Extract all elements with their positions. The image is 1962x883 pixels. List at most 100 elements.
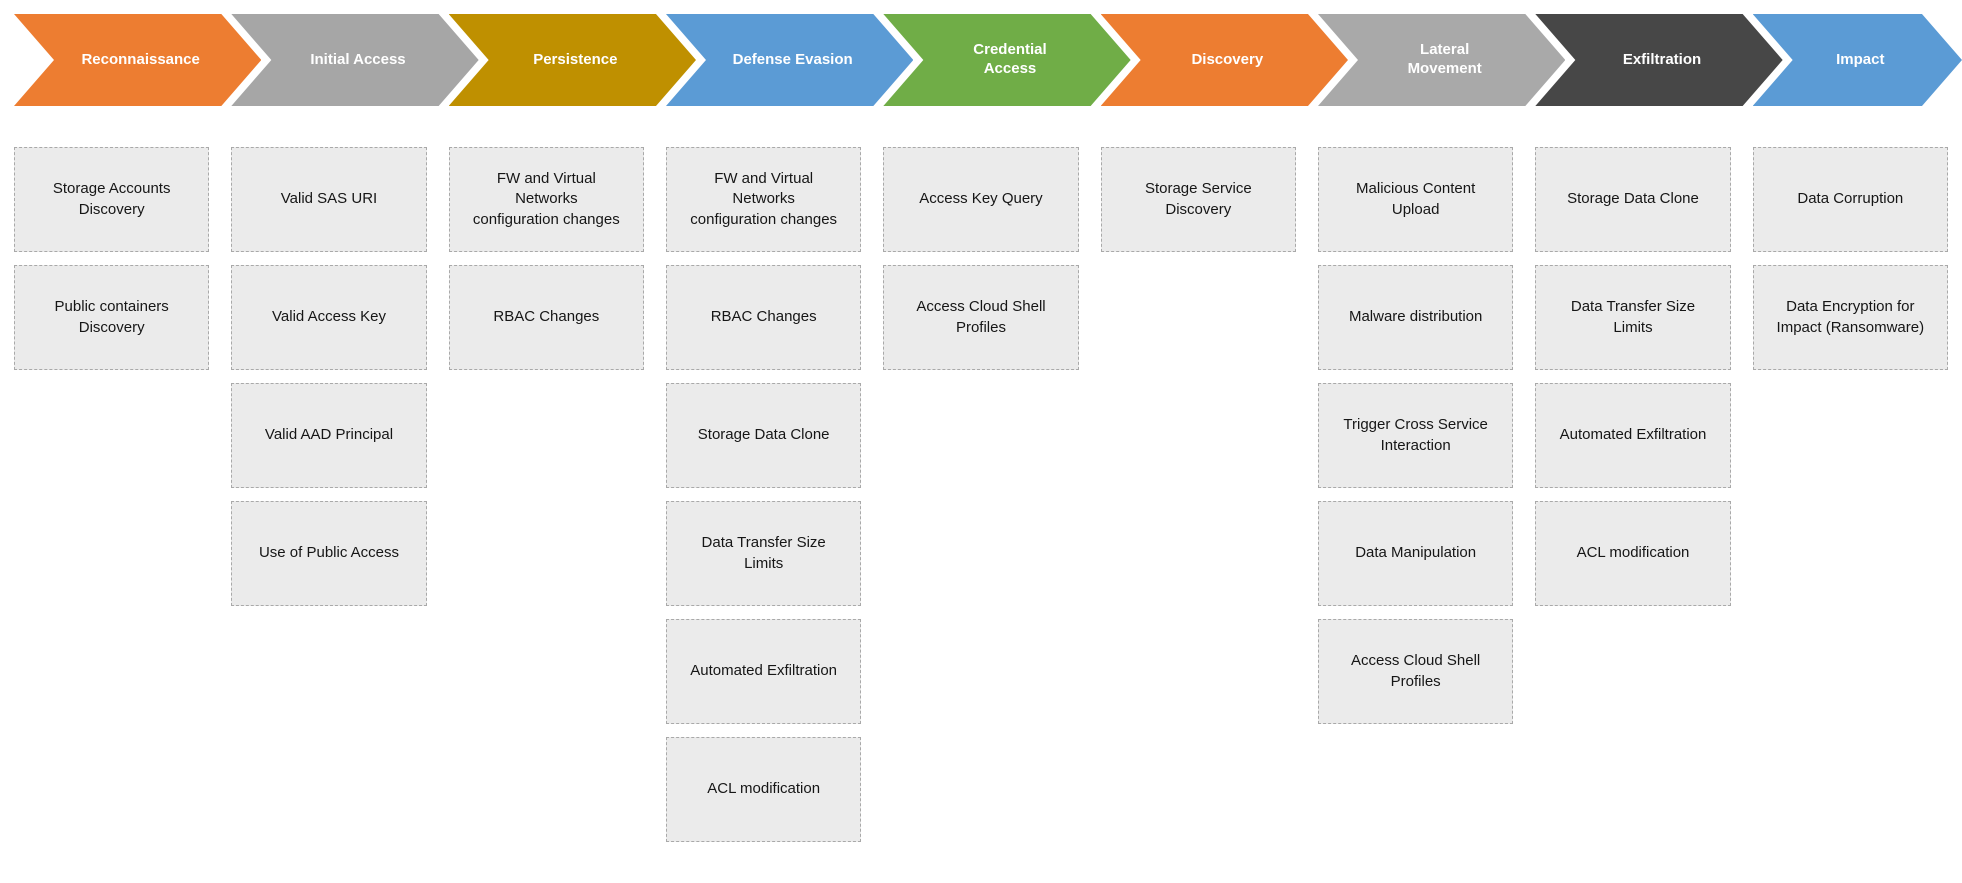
technique-label: Malware distribution — [1348, 308, 1483, 326]
phase-arrow-label: Defense Evasion — [732, 50, 853, 68]
phase-arrow-label: Exfiltration — [1622, 50, 1702, 68]
phase-arrow-cell: Exfiltration — [1535, 14, 1730, 106]
technique-label: RBAC Changes — [493, 308, 600, 326]
attack-matrix: Reconnaissance Storage Accounts Discover… — [14, 0, 1962, 842]
technique-label: Use of Public Access — [258, 544, 400, 562]
technique-label: Data Encryption for Impact (Ransomware) — [1776, 298, 1925, 336]
technique-label: Storage Data Clone — [697, 426, 830, 444]
phase-arrow-label: Discovery — [1191, 50, 1264, 68]
phase-arrow-label: Persistence — [533, 50, 618, 68]
phase-arrow-cell: Reconnaissance — [14, 14, 209, 106]
phase-arrow-cell: Initial Access — [231, 14, 426, 106]
technique-box: Access Cloud Shell Profiles — [1317, 619, 1514, 724]
technique-label: FW and Virtual Networks configuration ch… — [690, 170, 838, 228]
phase-arrow-cell: Credential Access — [883, 14, 1078, 106]
phase-column-reconnaissance: Reconnaissance Storage Accounts Discover… — [14, 14, 209, 842]
phase-arrow-cell: Defense Evasion — [666, 14, 861, 106]
technique-label: Data Transfer Size Limits — [701, 534, 826, 572]
technique-box: FW and Virtual Networks configuration ch… — [665, 147, 862, 252]
technique-box: Automated Exfiltration — [1535, 383, 1731, 488]
technique-label: ACL modification — [707, 780, 821, 798]
technique-label: Automated Exfiltration — [690, 662, 838, 680]
phase-arrow-label: Credential Access — [973, 41, 1047, 77]
phase-arrow-cell: Discovery — [1101, 14, 1296, 106]
technique-box: Valid SAS URI — [231, 147, 427, 252]
technique-box: Storage Service Discovery — [1100, 147, 1296, 252]
technique-box: Access Cloud Shell Profiles — [883, 265, 1079, 370]
technique-box: Data Encryption for Impact (Ransomware) — [1752, 265, 1948, 370]
phase-arrow-label: Initial Access — [310, 50, 406, 68]
technique-box: Valid AAD Principal — [231, 383, 427, 488]
technique-label: Valid Access Key — [272, 308, 386, 326]
technique-box: Access Key Query — [883, 147, 1079, 252]
technique-label: Storage Accounts Discovery — [52, 180, 171, 218]
technique-box: ACL modification — [665, 737, 862, 842]
technique-box: Data Corruption — [1752, 147, 1948, 252]
phase-column-discovery: Discovery Storage Service Discovery — [1100, 14, 1296, 842]
technique-box: Malicious Content Upload — [1317, 147, 1514, 252]
phase-chevron-initial-access: Initial Access — [231, 14, 478, 106]
technique-label: Access Cloud Shell Profiles — [1351, 652, 1481, 690]
technique-box: Data Manipulation — [1317, 501, 1514, 606]
technique-box: Data Transfer Size Limits — [1535, 265, 1731, 370]
technique-box: Storage Data Clone — [1535, 147, 1731, 252]
phase-column-lateral-movement: Lateral Movement Malicious Content Uploa… — [1317, 14, 1514, 842]
technique-label: Automated Exfiltration — [1559, 426, 1707, 444]
technique-box: FW and Virtual Networks configuration ch… — [448, 147, 644, 252]
phase-arrow-cell: Impact — [1753, 14, 1948, 106]
phase-column-persistence: Persistence FW and Virtual Networks conf… — [448, 14, 644, 842]
technique-box: Automated Exfiltration — [665, 619, 862, 724]
technique-label: Access Key Query — [919, 190, 1043, 208]
technique-label: Access Cloud Shell Profiles — [916, 298, 1046, 336]
technique-box-list: FW and Virtual Networks configuration ch… — [448, 147, 644, 370]
technique-label: RBAC Changes — [710, 308, 817, 326]
technique-box: Storage Data Clone — [665, 383, 862, 488]
technique-label: Data Transfer Size Limits — [1570, 298, 1696, 336]
technique-label: Malicious Content Upload — [1356, 180, 1476, 218]
technique-box: Valid Access Key — [231, 265, 427, 370]
technique-box: Use of Public Access — [231, 501, 427, 606]
technique-label: Storage Data Clone — [1567, 190, 1699, 208]
technique-box: RBAC Changes — [665, 265, 862, 370]
technique-box-list: FW and Virtual Networks configuration ch… — [665, 147, 862, 842]
technique-box: RBAC Changes — [448, 265, 644, 370]
technique-label: Valid SAS URI — [280, 190, 378, 208]
technique-box: Public containers Discovery — [14, 265, 210, 370]
technique-label: Data Manipulation — [1355, 544, 1477, 562]
phase-chevron-impact: Impact — [1753, 14, 1962, 106]
technique-label: Storage Service Discovery — [1144, 180, 1252, 218]
technique-label: Data Corruption — [1797, 190, 1904, 208]
technique-label: ACL modification — [1576, 544, 1690, 562]
phase-chevron-exfiltration: Exfiltration — [1535, 14, 1782, 106]
phase-chevron-lateral-movement: Lateral Movement — [1318, 14, 1565, 106]
technique-label: Public containers Discovery — [54, 298, 169, 336]
phase-arrow-cell: Persistence — [449, 14, 644, 106]
phase-column-initial-access: Initial Access Valid SAS URI Valid Access… — [231, 14, 426, 842]
phase-chevron-reconnaissance: Reconnaissance — [14, 14, 261, 106]
phase-chevron-credential-access: Credential Access — [883, 14, 1130, 106]
technique-label: Valid AAD Principal — [264, 426, 394, 444]
technique-box: ACL modification — [1535, 501, 1731, 606]
technique-box: Storage Accounts Discovery — [14, 147, 210, 252]
phase-arrow-cell: Lateral Movement — [1318, 14, 1513, 106]
technique-box-list: Storage Service Discovery — [1100, 147, 1296, 252]
technique-box: Data Transfer Size Limits — [665, 501, 862, 606]
phase-arrow-label: Reconnaissance — [81, 50, 200, 68]
technique-box: Trigger Cross Service Interaction — [1317, 383, 1514, 488]
technique-box: Malware distribution — [1317, 265, 1514, 370]
phase-chevron-discovery: Discovery — [1101, 14, 1348, 106]
phase-chevron-persistence: Persistence — [449, 14, 696, 106]
phase-arrow-label: Impact — [1836, 50, 1885, 68]
phase-column-defense-evasion: Defense Evasion FW and Virtual Networks … — [665, 14, 862, 842]
technique-label: Trigger Cross Service Interaction — [1343, 416, 1488, 454]
phase-chevron-defense-evasion: Defense Evasion — [666, 14, 913, 106]
